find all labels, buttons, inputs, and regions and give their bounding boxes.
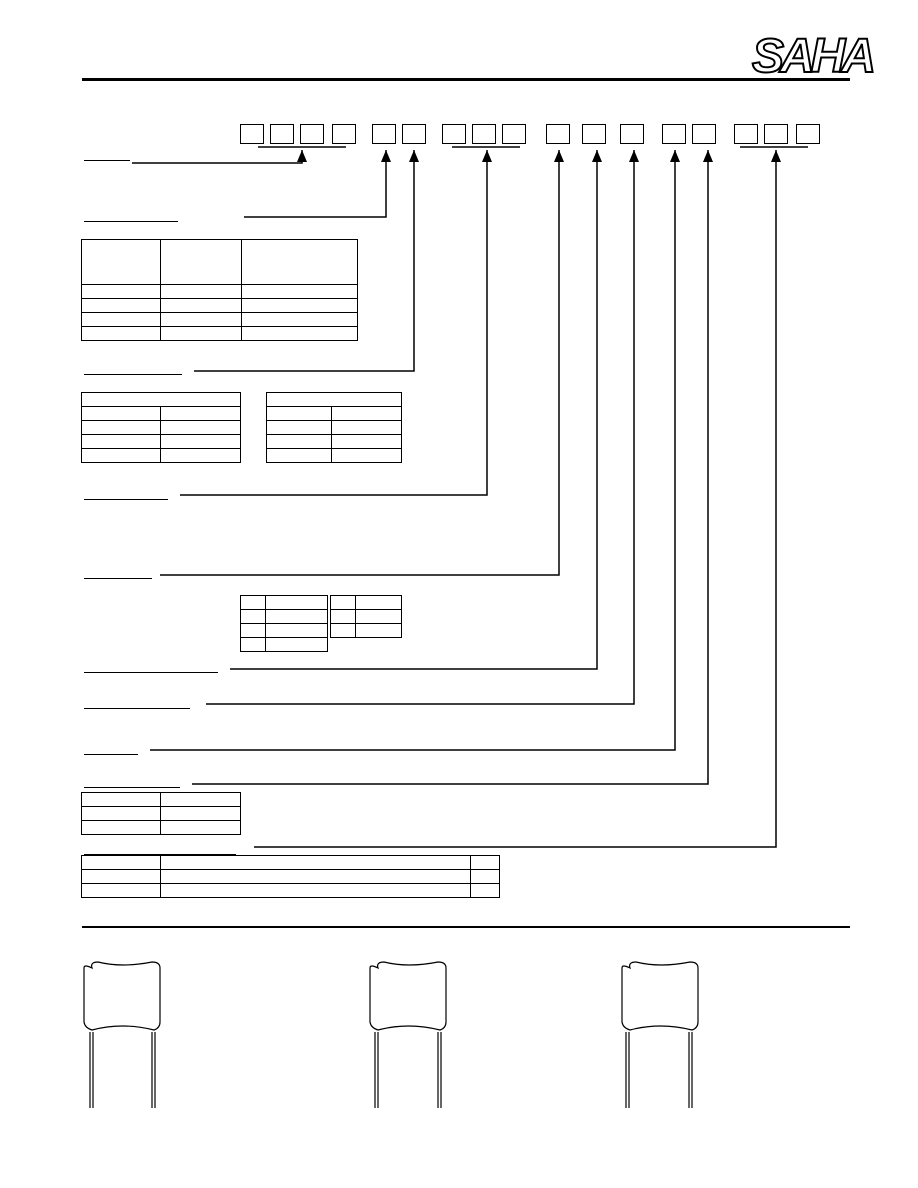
- label-underline-lead-style: [84, 672, 218, 673]
- option-b-table: [81, 792, 241, 835]
- table-cell: [160, 448, 241, 463]
- code-box-option-b: [692, 124, 716, 144]
- code-box-packaging: [620, 124, 644, 144]
- code-box-option-a: [662, 124, 686, 144]
- table-cell: [331, 448, 402, 463]
- code-box-series-1: [240, 124, 264, 144]
- code-box-suffix-2: [764, 124, 788, 144]
- voltage-code-table-left: [81, 392, 241, 463]
- voltage-table: [81, 239, 358, 341]
- code-box-suffix-1: [734, 124, 758, 144]
- tolerance-table-left: [240, 595, 328, 652]
- label-underline-option-a: [84, 754, 138, 755]
- label-underline-packaging: [84, 708, 190, 709]
- code-box-voltage-1: [372, 124, 396, 144]
- table-cell: [470, 883, 500, 898]
- code-box-capacitance-3: [502, 124, 526, 144]
- table-cell: [160, 820, 241, 835]
- table-cell: [160, 239, 242, 285]
- table-cell: [241, 239, 358, 285]
- code-box-suffix-3: [796, 124, 820, 144]
- capacitor-middle: [369, 961, 447, 1108]
- label-underline-capacitance: [84, 499, 168, 500]
- code-box-voltage-2: [402, 124, 426, 144]
- label-underline-voltage-code: [84, 374, 182, 375]
- label-underline-option-b: [84, 787, 180, 788]
- table-cell: [355, 623, 402, 638]
- code-box-series-3: [300, 124, 324, 144]
- code-box-series-4: [332, 124, 356, 144]
- table-cell: [241, 326, 358, 341]
- table-cell: [81, 239, 161, 285]
- suffix-table: [81, 855, 500, 898]
- code-box-capacitance-1: [442, 124, 466, 144]
- voltage-code-table-right: [266, 392, 402, 463]
- capacitor-right: [621, 961, 699, 1108]
- code-box-capacitance-2: [472, 124, 496, 144]
- label-underline-tolerance: [84, 578, 152, 579]
- label-underline-series: [84, 160, 130, 161]
- code-box-tolerance: [546, 124, 570, 144]
- logo-text: SAHA: [751, 30, 877, 83]
- tolerance-table-right: [330, 595, 402, 638]
- label-underline-voltage: [84, 221, 178, 222]
- capacitor-left: [83, 961, 161, 1108]
- section-rule: [82, 926, 850, 928]
- table-cell: [265, 637, 328, 652]
- saha-logo: SAHA: [751, 32, 877, 82]
- code-box-lead-style: [582, 124, 606, 144]
- code-box-series-2: [270, 124, 294, 144]
- label-underline-suffix: [84, 854, 236, 855]
- header-rule: [82, 78, 850, 81]
